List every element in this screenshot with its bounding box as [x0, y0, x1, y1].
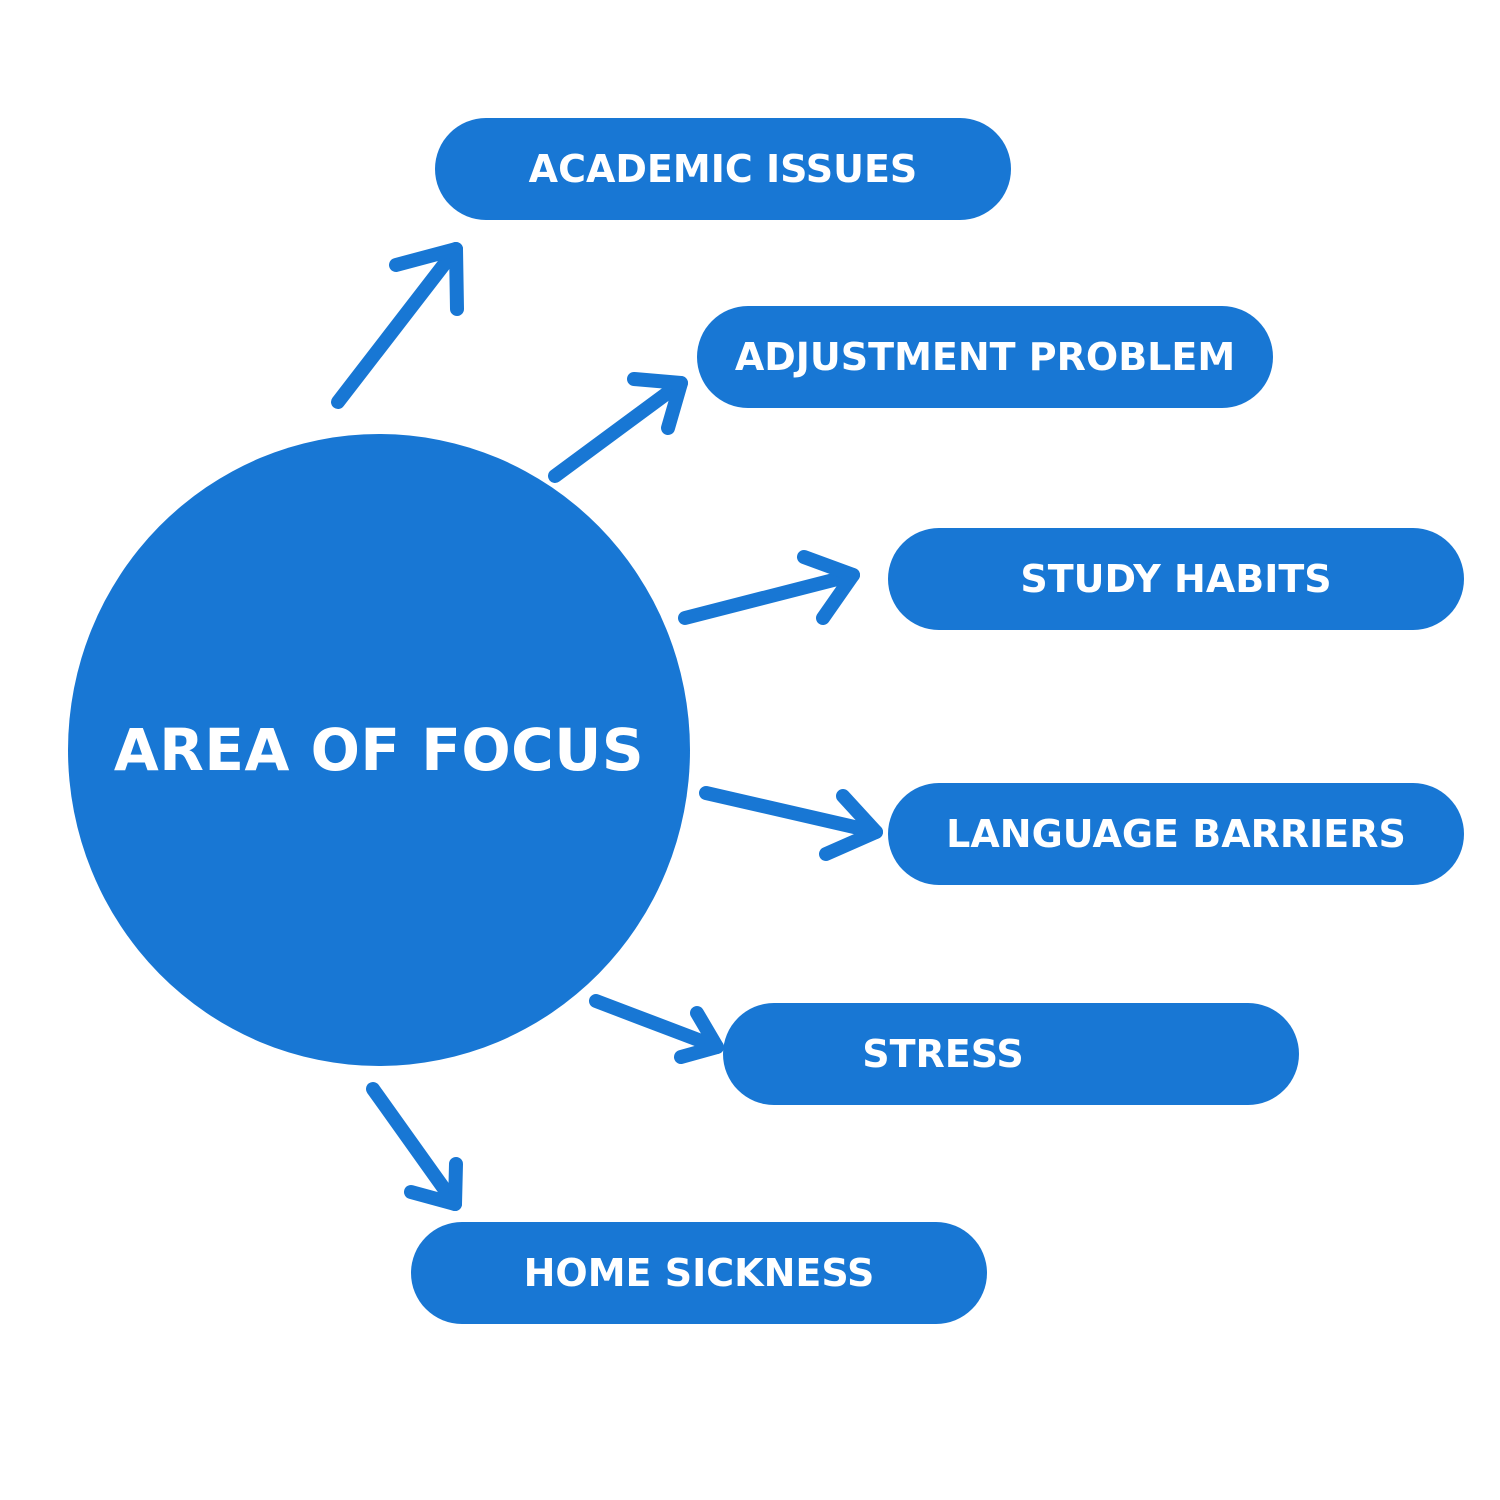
arrow-to-adjustment-problem	[548, 372, 688, 483]
topic-language-barriers: LANGUAGE BARRIERS	[888, 783, 1464, 885]
center-circle: AREA OF FOCUS	[68, 434, 690, 1066]
topic-label: ADJUSTMENT PROBLEM	[734, 335, 1236, 379]
arrow-to-language-barriers	[699, 786, 883, 861]
topic-academic-issues: ACADEMIC ISSUES	[435, 118, 1011, 220]
topic-adjustment-problem: ADJUSTMENT PROBLEM	[697, 306, 1273, 408]
topic-study-habits: STUDY HABITS	[888, 528, 1464, 630]
topic-label: STUDY HABITS	[1020, 557, 1332, 601]
topic-label: LANGUAGE BARRIERS	[946, 812, 1406, 856]
arrow-to-academic-issues	[331, 242, 464, 409]
arrow-to-stress	[589, 994, 724, 1064]
topic-stress: STRESS	[723, 1003, 1299, 1105]
topic-label: ACADEMIC ISSUES	[528, 147, 918, 191]
topic-home-sickness: HOME SICKNESS	[411, 1222, 987, 1324]
topic-label: STRESS	[862, 1032, 1024, 1076]
arrow-to-study-habits	[678, 550, 860, 625]
arrow-to-home-sickness	[366, 1082, 463, 1211]
center-label: AREA OF FOCUS	[113, 716, 645, 784]
topic-label: HOME SICKNESS	[523, 1251, 875, 1295]
